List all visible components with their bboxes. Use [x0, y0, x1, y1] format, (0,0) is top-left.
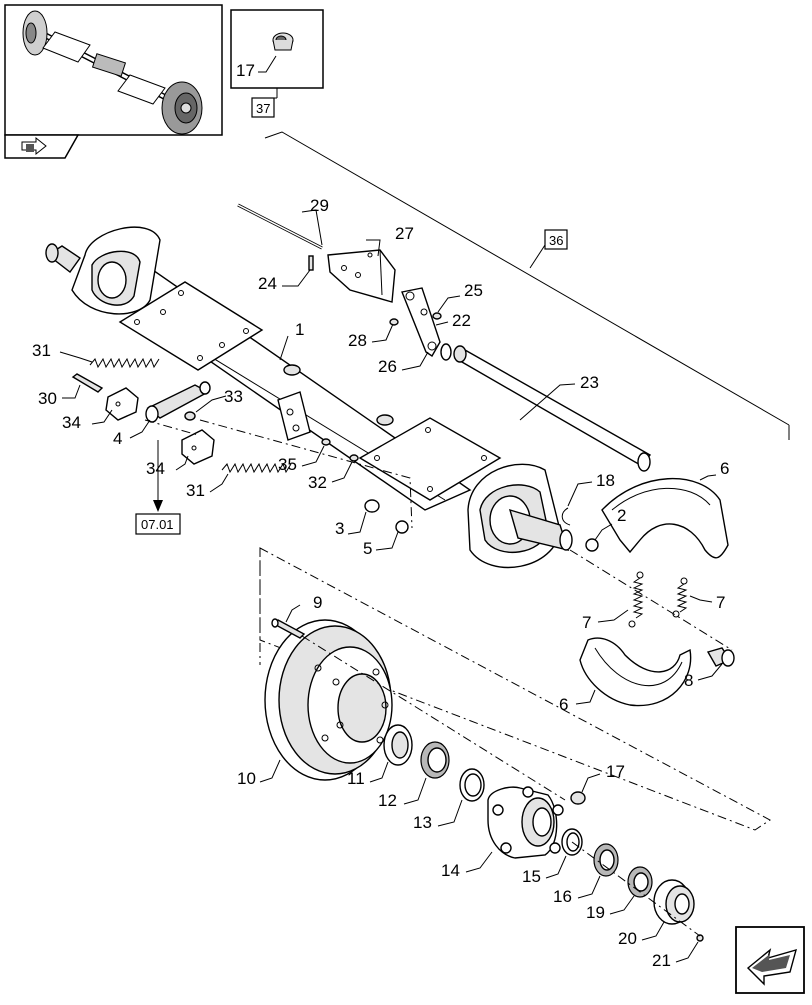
ref-box-07-01[interactable] [135, 513, 181, 535]
callout-32: 32 [308, 473, 327, 492]
part-13-ring [459, 768, 485, 802]
ref-box-36[interactable] [544, 229, 568, 250]
next-page-icon[interactable] [735, 926, 805, 994]
part-18-clip [561, 507, 571, 526]
part-7-spring-left [628, 571, 644, 628]
callout-33: 33 [224, 387, 243, 406]
callout-21: 21 [652, 951, 671, 970]
ref-box-37[interactable] [251, 97, 275, 118]
part-10-drum [264, 619, 393, 781]
callout-35: 35 [278, 455, 297, 474]
callout-10: 10 [237, 769, 256, 788]
callout-24: 24 [258, 274, 277, 293]
part-9-bolt [271, 618, 306, 639]
part-32-nut [349, 454, 359, 462]
part-3-nut [364, 499, 380, 513]
callout-3: 3 [335, 519, 344, 538]
callout-5: 5 [363, 539, 372, 558]
callout-2: 2 [617, 506, 626, 525]
part-33-bolt [184, 411, 196, 421]
arrow-down-icon [153, 500, 163, 512]
part-12-bearing [420, 741, 450, 779]
part-26-lever [401, 287, 441, 357]
part-28-clip [389, 318, 399, 326]
part-6-shoe-upper [601, 477, 729, 559]
inset-part-17 [230, 9, 324, 89]
ref-37-label: 37 [256, 101, 270, 116]
part-25-washer [432, 312, 442, 320]
callout-31-lower: 31 [186, 481, 205, 500]
callout-31-upper: 31 [32, 341, 51, 360]
part-34-block-upper [105, 387, 139, 421]
part-16-bearing [593, 843, 619, 877]
part-34-block-lower [181, 429, 215, 465]
part-30-pin [71, 373, 104, 393]
callout-29: 29 [310, 196, 329, 215]
callout-14: 14 [441, 861, 460, 880]
part-21-plug [696, 934, 704, 942]
part-35-washer [321, 438, 331, 446]
part-14-hub [487, 786, 564, 859]
callout-16: 16 [553, 887, 572, 906]
callout-28: 28 [348, 331, 367, 350]
callout-6-upper: 6 [720, 459, 729, 478]
part-19-bearing [627, 866, 653, 898]
callout-11: 11 [347, 769, 365, 788]
group-36-bracket [264, 131, 790, 440]
callout-26: 26 [378, 357, 397, 376]
part-11-seal [383, 724, 413, 766]
callout-15: 15 [522, 867, 541, 886]
callout-9: 9 [313, 593, 322, 612]
part-31-spring-upper [89, 357, 160, 369]
callout-4: 4 [113, 429, 122, 448]
part-20-cap [653, 879, 695, 925]
callout-27: 27 [395, 224, 414, 243]
navigation-arrow-icon[interactable] [21, 136, 47, 156]
callout-30: 30 [38, 389, 57, 408]
callout-17-inset: 17 [236, 61, 255, 80]
callout-1: 1 [295, 320, 304, 339]
callout-8: 8 [684, 671, 693, 690]
callout-7-right: 7 [716, 593, 725, 612]
part-7-spring-right [672, 577, 688, 618]
part-8-pin [706, 647, 735, 667]
ref-07-01-label: 07.01 [141, 517, 174, 532]
thumbnail-view[interactable] [4, 4, 223, 159]
part-22-bushing [440, 343, 452, 361]
part-27-bracket [327, 249, 396, 303]
part-23-camshaft [453, 345, 652, 472]
part-6-shoe-lower [579, 637, 692, 707]
callout-17: 17 [606, 762, 625, 781]
callout-23: 23 [580, 373, 599, 392]
part-4-cylinder [145, 381, 211, 423]
part-31-spring-lower [221, 462, 292, 474]
ref-36-label: 36 [549, 233, 563, 248]
callout-25: 25 [464, 281, 483, 300]
callout-19: 19 [586, 903, 605, 922]
callout-6-lower: 6 [559, 695, 568, 714]
callout-13: 13 [413, 813, 432, 832]
callout-34-lower: 34 [146, 459, 165, 478]
callout-7-left: 7 [582, 613, 591, 632]
axle-beam [45, 226, 573, 569]
part-5-washer [395, 520, 409, 534]
callout-12: 12 [378, 791, 397, 810]
leader-lines [59, 209, 723, 963]
callout-22: 22 [452, 311, 471, 330]
callout-34-upper: 34 [62, 413, 81, 432]
part-24-pin [308, 255, 314, 271]
callout-18: 18 [596, 471, 615, 490]
part-29-rod [237, 203, 323, 250]
part-17-nut [570, 791, 586, 805]
part-2-washer [585, 538, 599, 552]
hub-group-outline [259, 547, 771, 831]
callout-20: 20 [618, 929, 637, 948]
